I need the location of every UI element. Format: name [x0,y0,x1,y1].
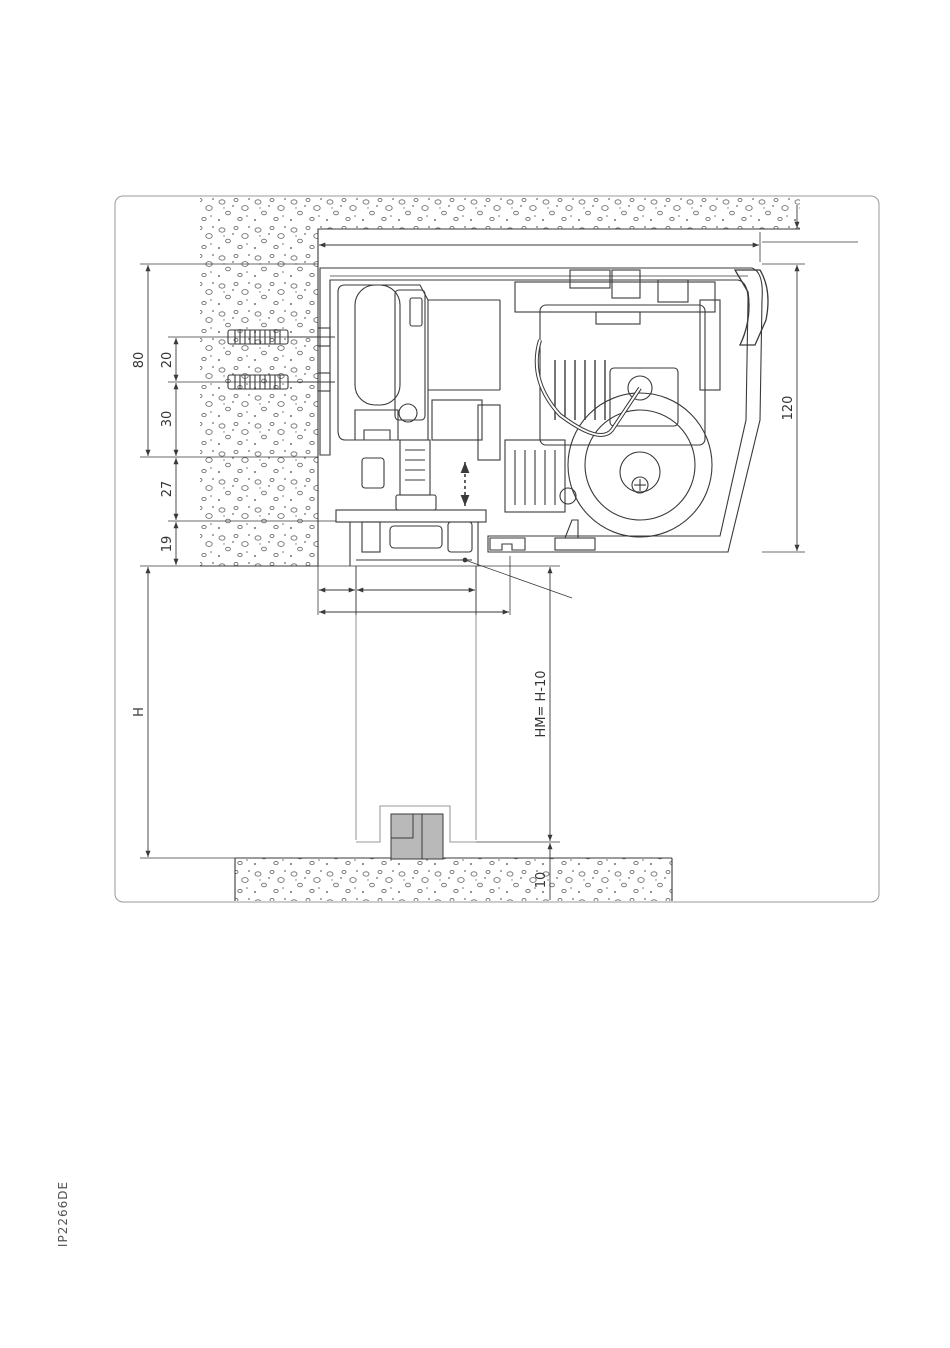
dim-30-text: 30 [160,411,175,428]
dim-19-text: 19 [160,536,175,553]
dim-27-text: 27 [160,481,175,498]
document-code: IP2266DE [56,1181,70,1247]
dim-hm-text: HM= H-10 [534,670,549,737]
dim-20-text: 20 [160,352,175,369]
floor-guide [391,814,443,859]
ceiling-concrete [200,197,800,229]
motor-cable [537,340,640,435]
hanger-plate [336,510,486,522]
roller-wheel [355,285,400,405]
wall-concrete [200,229,318,566]
dim-h-text: H [132,707,147,717]
bottom-rail [490,538,525,550]
motor-gear [568,393,712,537]
floor-concrete [235,858,672,901]
dim-80-text: 80 [132,352,147,369]
dim-120-text: 120 [781,396,796,421]
door-leaf-top [350,522,478,566]
control-board [515,282,715,312]
cover-end [735,270,768,345]
adjust-screw-body [400,440,430,495]
carriage-plate [338,285,428,440]
dim-10-text: 10 [534,872,549,889]
